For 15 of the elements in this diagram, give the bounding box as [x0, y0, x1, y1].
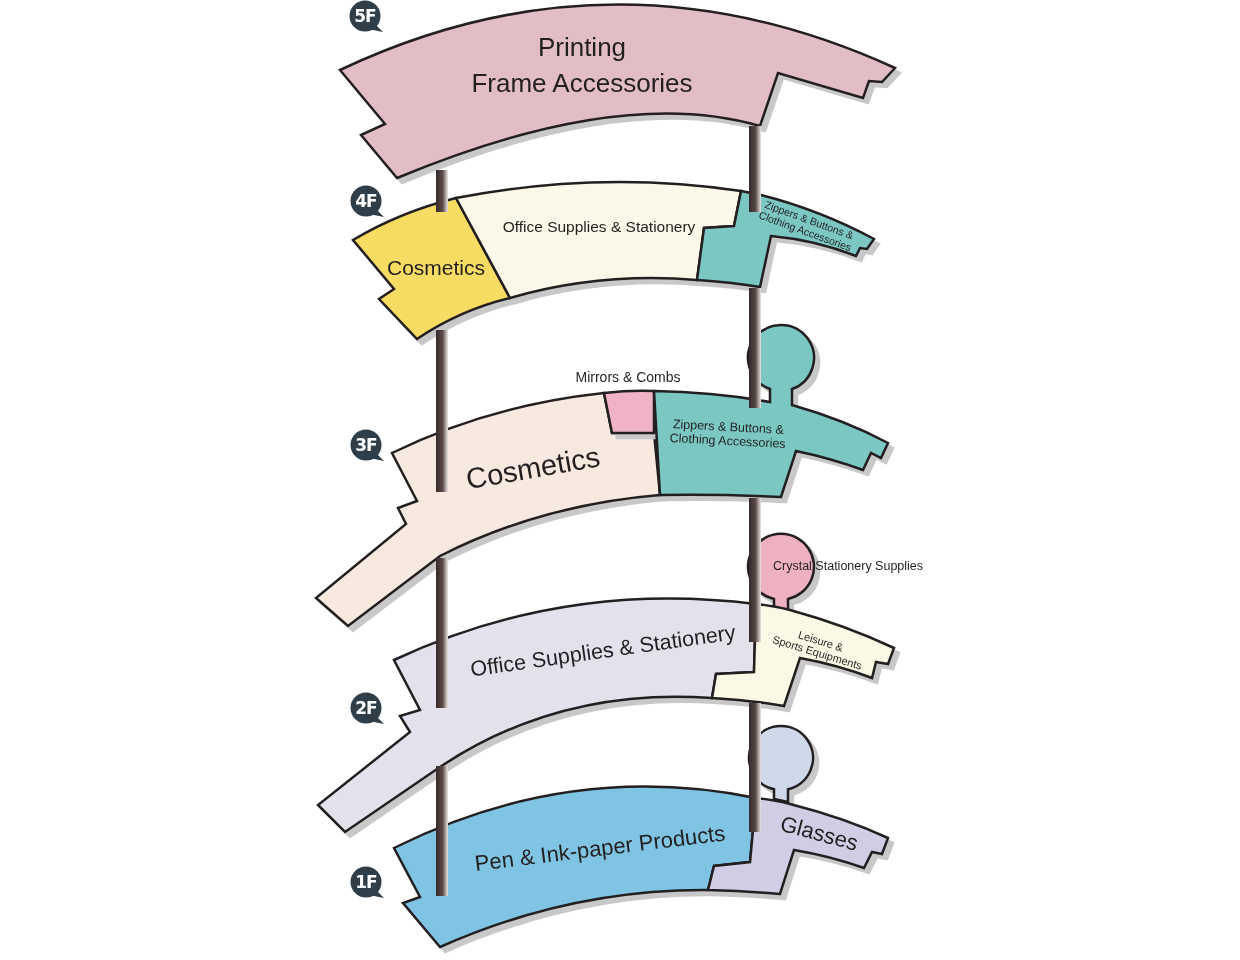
zone-label: Crystal Stationery Supplies	[773, 559, 924, 573]
floor-marker: 2F	[350, 692, 384, 725]
floor-marker: 4F	[350, 185, 384, 218]
zone-label: Printing Frame Accessories	[471, 31, 693, 100]
zone-label: Mirrors & Combs	[575, 370, 681, 386]
floor-marker: 1F	[350, 866, 384, 899]
zone-label: Office Supplies & Stationery	[502, 218, 696, 236]
zone-label: Glasses	[777, 811, 861, 857]
zone-label: Cosmetics	[387, 256, 485, 280]
zone-label: Pen & Ink-paper Products	[473, 821, 727, 877]
zone-label: Zippers & Buttons & Clothing Accessories	[669, 417, 787, 451]
floor-marker: 3F	[350, 429, 384, 462]
zone-label: Cosmetics	[463, 440, 603, 496]
floor-marker: 5F	[349, 0, 383, 33]
zone-label: Office Supplies & Stationery	[468, 620, 738, 682]
